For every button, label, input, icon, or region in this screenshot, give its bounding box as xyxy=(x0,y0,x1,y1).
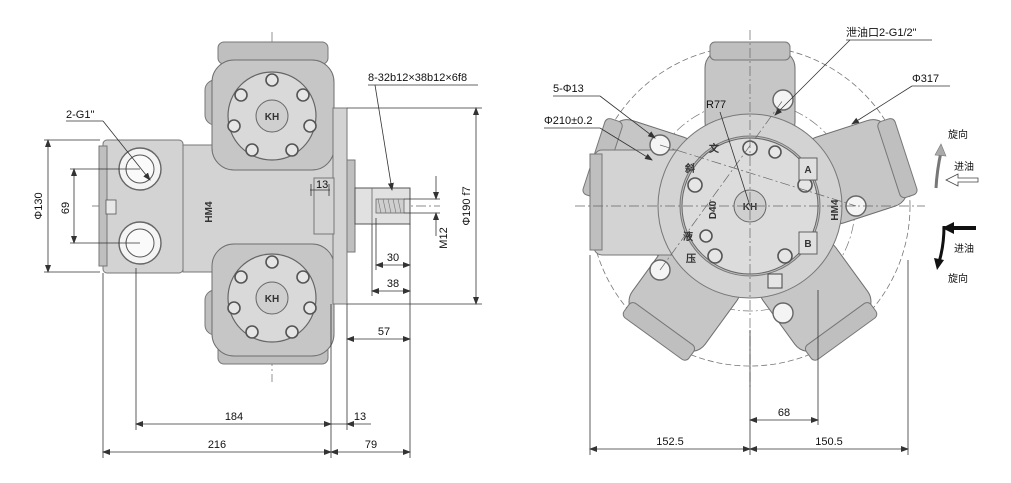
port-spacing-label: 69 xyxy=(60,202,72,214)
bolt xyxy=(245,143,259,157)
upper-cap-logo: KH xyxy=(265,112,279,123)
drain-leader xyxy=(774,39,851,116)
ports-leader xyxy=(102,120,151,181)
outer-envelope-circle xyxy=(589,45,911,367)
drain-plug xyxy=(767,273,783,289)
thread-hatch xyxy=(377,198,402,214)
radius-leader xyxy=(719,111,751,207)
len-216-label: 216 xyxy=(208,439,226,451)
shaft-len-38-label: 38 xyxy=(387,278,399,290)
mount-hole xyxy=(772,89,794,111)
thread-label: M12 xyxy=(438,227,450,248)
bolt xyxy=(227,301,241,315)
body-height-label: Φ130 xyxy=(33,192,45,219)
lower-inlet-label: 进油 xyxy=(954,242,974,255)
side-code-stamp: D40 xyxy=(708,200,719,219)
port-b-tag xyxy=(798,231,818,255)
front-model-stamp: HM4 xyxy=(204,201,215,223)
bolt xyxy=(265,73,279,87)
bolt xyxy=(296,270,310,284)
lower-cap-center xyxy=(255,281,289,315)
lower-cap-logo: KH xyxy=(265,294,279,305)
shaft-len-30-label: 30 xyxy=(387,252,399,264)
dist-68-label: 68 xyxy=(778,407,790,419)
side-view: KH A B D40 HM4 斜 文 液 压 泄油口2-G1/2" 5-Φ13 … xyxy=(544,25,950,455)
upper-rotation-arrow xyxy=(934,151,943,189)
bolt xyxy=(768,145,782,159)
side-cover-logo: KH xyxy=(743,202,757,213)
bolt xyxy=(777,248,793,264)
side-diag-line xyxy=(659,99,784,271)
bolt xyxy=(303,301,317,315)
chinese-stamp: 压 xyxy=(686,253,696,265)
mount-hole xyxy=(772,302,794,324)
upper-inlet-arrow xyxy=(945,173,979,187)
shaft-len-57-label: 57 xyxy=(378,326,390,338)
bolt xyxy=(285,325,299,339)
bolt xyxy=(303,119,317,133)
side-manifold-face xyxy=(589,153,603,251)
bolt xyxy=(265,255,279,269)
bolt xyxy=(245,325,259,339)
upper-cylinder-cap: KH xyxy=(211,41,335,171)
len-13-label: 13 xyxy=(354,411,366,423)
shaft-step-label: 13 xyxy=(316,179,328,191)
holes-leader xyxy=(599,95,656,139)
shaft-thread xyxy=(375,198,405,214)
outer-dia-label: Φ317 xyxy=(912,73,939,85)
pilot-dia-label: Φ190 f7 xyxy=(461,186,473,225)
lower-rotate-label: 旋向 xyxy=(948,272,968,285)
radius-label: R77 xyxy=(706,99,726,111)
chinese-stamp: 液 xyxy=(683,230,693,243)
bolt xyxy=(285,143,299,157)
front-view: KH KH HM4 2-G1" xyxy=(33,32,482,458)
ports-label: 2-G1" xyxy=(66,109,94,121)
port-a-tag xyxy=(798,157,818,181)
bolt xyxy=(687,177,703,193)
upper-cap-center xyxy=(255,99,289,133)
drain-label: 泄油口2-G1/2" xyxy=(846,25,917,39)
spline-leader xyxy=(374,84,394,191)
dist-152-5-label: 152.5 xyxy=(656,436,684,448)
lower-rotation-arrow xyxy=(937,225,946,263)
lower-rotation-arrowhead xyxy=(934,258,944,270)
bolt-circle-leader xyxy=(599,127,653,161)
port-a-label: A xyxy=(804,165,811,176)
cylinder-fins xyxy=(877,118,918,199)
mounting-flange xyxy=(332,107,348,305)
bolt xyxy=(227,119,241,133)
spline-label: 8-32b12×38b12×6f8 xyxy=(368,72,467,84)
side-model-stamp: HM4 xyxy=(830,199,841,221)
bolt xyxy=(707,248,723,264)
manifold-plug xyxy=(105,199,117,215)
chinese-stamp: 文 xyxy=(709,142,720,155)
upper-rotate-label: 旋向 xyxy=(948,128,968,141)
holes-label: 5-Φ13 xyxy=(553,83,584,95)
len-79-label: 79 xyxy=(365,439,377,451)
pilot-step xyxy=(346,159,356,253)
rotation-legend: 旋向 进油 进油 旋向 xyxy=(934,128,979,285)
bolt-circle-label: Φ210±0.2 xyxy=(544,115,592,127)
upper-rotation-arrowhead xyxy=(934,143,947,157)
lower-cylinder-cap: KH xyxy=(211,243,335,365)
chinese-stamp: 斜 xyxy=(684,162,695,175)
bolt xyxy=(296,88,310,102)
lower-inlet-arrow xyxy=(942,222,976,234)
outer-dia-leader xyxy=(851,85,913,125)
bolt xyxy=(699,229,713,243)
cylinder-fins xyxy=(622,302,696,361)
cylinder-fins xyxy=(804,302,878,361)
dist-150-5-label: 150.5 xyxy=(815,436,843,448)
side-diag-line xyxy=(659,144,857,207)
bolt xyxy=(234,270,248,284)
port-b-label: B xyxy=(804,239,811,250)
bolt xyxy=(234,88,248,102)
upper-inlet-label: 进油 xyxy=(954,160,974,173)
len-184-label: 184 xyxy=(225,411,243,423)
